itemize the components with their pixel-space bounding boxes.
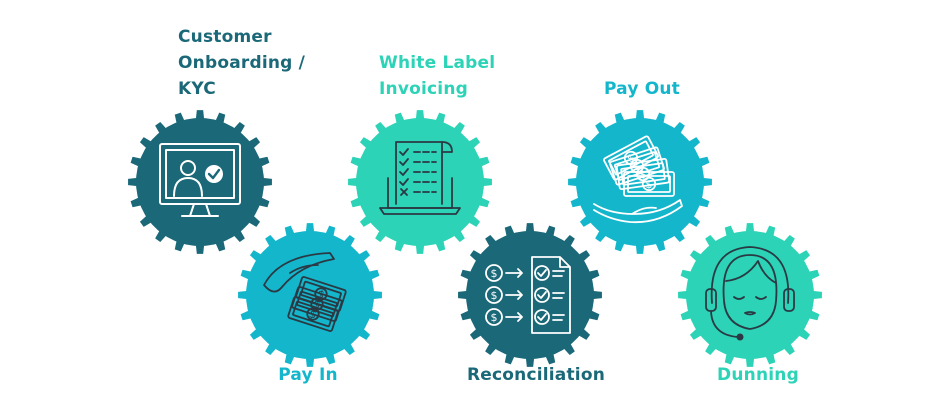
gear-2	[348, 110, 492, 254]
gear-0	[128, 110, 272, 254]
hand-money-in-icon: $$$	[263, 252, 347, 332]
label-pay-out: Pay Out	[603, 79, 681, 99]
label-white-label-invoicing: White Label Invoicing	[379, 53, 496, 99]
svg-text:$: $	[639, 168, 648, 182]
svg-text:$: $	[491, 289, 498, 302]
label-reconciliation: Reconciliation	[466, 365, 606, 385]
label-dunning: Dunning	[717, 365, 799, 385]
monitor-user-check-icon	[159, 143, 241, 217]
laptop-invoice-icon	[379, 141, 461, 215]
headset-agent-icon	[705, 246, 795, 341]
svg-text:$: $	[491, 267, 498, 280]
gear-1: $$$	[238, 223, 382, 367]
money-hand-out-icon: $$$$	[593, 135, 683, 224]
label-customer-onboarding: Customer Onboarding / KYC	[178, 27, 306, 99]
gear-4: $$$$	[568, 110, 712, 254]
svg-text:$: $	[646, 178, 653, 191]
svg-text:$: $	[308, 307, 319, 322]
money-checklist-icon: $ $ $	[485, 256, 571, 334]
label-pay-in: Pay In	[278, 365, 338, 385]
svg-text:$: $	[491, 311, 498, 324]
gear-3: $ $ $	[458, 223, 602, 367]
gear-5	[678, 223, 822, 367]
